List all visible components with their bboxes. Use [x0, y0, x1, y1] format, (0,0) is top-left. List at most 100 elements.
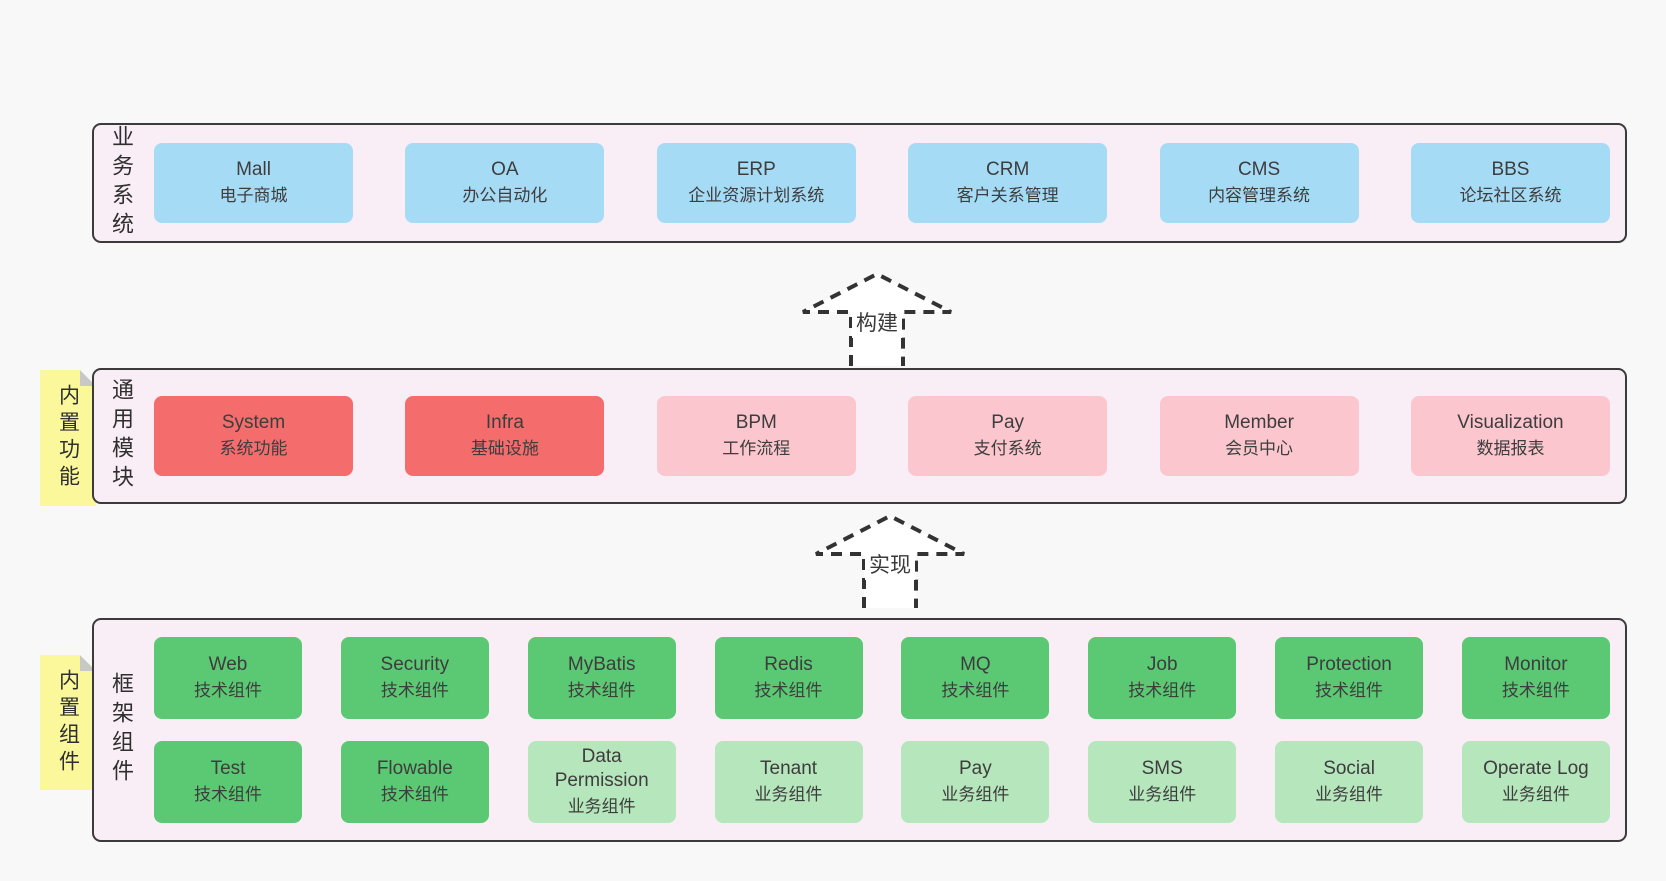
module-box-pay: Pay 支付系统	[908, 396, 1108, 476]
arrow-implement: 实现	[810, 508, 970, 608]
module-box-mybatis: MyBatis 技术组件	[527, 637, 676, 719]
module-desc: 技术组件	[567, 681, 636, 700]
module-name: Operate Log	[1483, 758, 1589, 779]
business-systems-row: Mall 电子商城 OA 办公自动化 ERP 企业资源计划系统 CRM 客户关系…	[136, 143, 1625, 223]
layer-title: 通用模块	[109, 378, 134, 494]
module-box-operate-log: Operate Log 业务组件	[1461, 741, 1610, 823]
module-name: Tenant	[760, 758, 818, 779]
module-desc: 企业资源计划系统	[688, 186, 825, 205]
module-desc: 业务组件	[941, 785, 1010, 804]
module-desc: 论坛社区系统	[1459, 186, 1562, 205]
module-name: Redis	[764, 654, 813, 675]
module-name: MyBatis	[567, 654, 636, 675]
module-name: System	[221, 412, 286, 433]
module-name: BPM	[735, 412, 777, 433]
module-desc: 技术组件	[1501, 681, 1570, 700]
module-desc: 业务组件	[1128, 785, 1197, 804]
module-name: Flowable	[376, 758, 453, 779]
module-name: Data Permission	[554, 746, 649, 791]
module-box-flowable: Flowable 技术组件	[340, 741, 489, 823]
layer-business-systems: 业务系统 Mall 电子商城 OA 办公自动化 ERP 企业资源计划系统 CRM…	[92, 123, 1627, 243]
framework-components-rows: Web 技术组件 Security 技术组件 MyBatis 技术组件 Redi…	[136, 637, 1625, 823]
module-desc: 业务组件	[754, 785, 823, 804]
module-name: Member	[1224, 412, 1294, 433]
layer-common-modules: 通用模块 System 系统功能 Infra 基础设施 BPM 工作流程 Pay…	[92, 368, 1627, 504]
module-box-system: System 系统功能	[154, 396, 353, 476]
module-name: Visualization	[1457, 412, 1564, 433]
module-desc: 技术组件	[194, 681, 262, 700]
module-desc: 工作流程	[722, 439, 791, 458]
module-desc: 技术组件	[194, 785, 262, 804]
module-name: Monitor	[1504, 654, 1568, 675]
module-name: MQ	[960, 654, 991, 675]
tech-components-row: Web 技术组件 Security 技术组件 MyBatis 技术组件 Redi…	[136, 637, 1625, 719]
module-box-security: Security 技术组件	[340, 637, 489, 719]
module-name: SMS	[1141, 758, 1183, 779]
layer-title: 业务系统	[109, 125, 134, 241]
module-box-bbs: BBS 论坛社区系统	[1410, 143, 1610, 223]
module-desc: 技术组件	[941, 681, 1010, 700]
module-box-job: Job 技术组件	[1088, 637, 1237, 719]
module-name: Protection	[1306, 654, 1392, 675]
module-desc: 电子商城	[219, 186, 288, 205]
module-desc: 会员中心	[1225, 439, 1294, 458]
module-box-cms: CMS 内容管理系统	[1159, 143, 1359, 223]
module-desc: 技术组件	[380, 785, 449, 804]
sticky-note-builtin-features: 内置功能	[40, 370, 96, 506]
module-desc: 技术组件	[380, 681, 449, 700]
module-name: OA	[491, 159, 519, 180]
note-label: 内置组件	[56, 668, 80, 777]
module-box-protection: Protection 技术组件	[1275, 637, 1424, 719]
module-box-sms: SMS 业务组件	[1088, 741, 1237, 823]
note-label: 内置功能	[56, 384, 80, 492]
module-name: Pay	[959, 758, 992, 779]
module-desc: 技术组件	[1315, 681, 1384, 700]
biz-components-row: Test 技术组件 Flowable 技术组件 Data Permission …	[136, 741, 1625, 823]
module-name: BBS	[1491, 159, 1530, 180]
module-box-test: Test 技术组件	[154, 741, 302, 823]
module-desc: 业务组件	[1315, 785, 1384, 804]
module-box-erp: ERP 企业资源计划系统	[656, 143, 856, 223]
module-box-visualization: Visualization 数据报表	[1410, 396, 1610, 476]
module-desc: 技术组件	[1128, 681, 1197, 700]
module-desc: 支付系统	[973, 439, 1042, 458]
module-box-infra: Infra 基础设施	[405, 396, 605, 476]
sticky-note-builtin-components: 内置组件	[40, 655, 96, 790]
module-desc: 技术组件	[754, 681, 823, 700]
module-desc: 基础设施	[470, 439, 539, 458]
module-box-web: Web 技术组件	[154, 637, 302, 719]
module-name: ERP	[736, 159, 776, 180]
module-box-crm: CRM 客户关系管理	[908, 143, 1108, 223]
module-name: Pay	[991, 412, 1025, 433]
module-box-pay: Pay 业务组件	[901, 741, 1050, 823]
module-box-oa: OA 办公自动化	[405, 143, 605, 223]
module-box-monitor: Monitor 技术组件	[1461, 637, 1610, 719]
module-desc: 办公自动化	[462, 186, 548, 205]
module-desc: 业务组件	[1501, 785, 1570, 804]
arrow-label: 构建	[852, 306, 902, 338]
common-modules-row: System 系统功能 Infra 基础设施 BPM 工作流程 Pay 支付系统…	[136, 396, 1625, 476]
module-box-social: Social 业务组件	[1275, 741, 1424, 823]
module-name: CMS	[1237, 159, 1281, 180]
module-name: Infra	[485, 412, 524, 433]
arrow-label: 实现	[865, 548, 915, 580]
module-box-mq: MQ 技术组件	[901, 637, 1050, 719]
layer-title: 框架组件	[109, 672, 134, 788]
module-desc: 内容管理系统	[1208, 186, 1311, 205]
module-box-data-permission: Data Permission 业务组件	[527, 741, 676, 823]
module-name: Test	[210, 758, 246, 779]
module-name: Social	[1323, 758, 1375, 779]
module-desc: 业务组件	[567, 797, 636, 816]
module-name: Security	[380, 654, 450, 675]
module-name: Mall	[236, 159, 271, 180]
layer-framework-components: 框架组件 Web 技术组件 Security 技术组件 MyBatis 技术组件…	[92, 618, 1627, 842]
module-box-tenant: Tenant 业务组件	[714, 741, 863, 823]
module-name: Web	[208, 654, 248, 675]
module-desc: 数据报表	[1476, 439, 1545, 458]
arrow-build: 构建	[797, 266, 957, 366]
module-box-redis: Redis 技术组件	[714, 637, 863, 719]
module-name: CRM	[986, 159, 1030, 180]
module-desc: 系统功能	[219, 439, 288, 458]
module-box-bpm: BPM 工作流程	[656, 396, 856, 476]
module-box-mall: Mall 电子商城	[154, 143, 353, 223]
